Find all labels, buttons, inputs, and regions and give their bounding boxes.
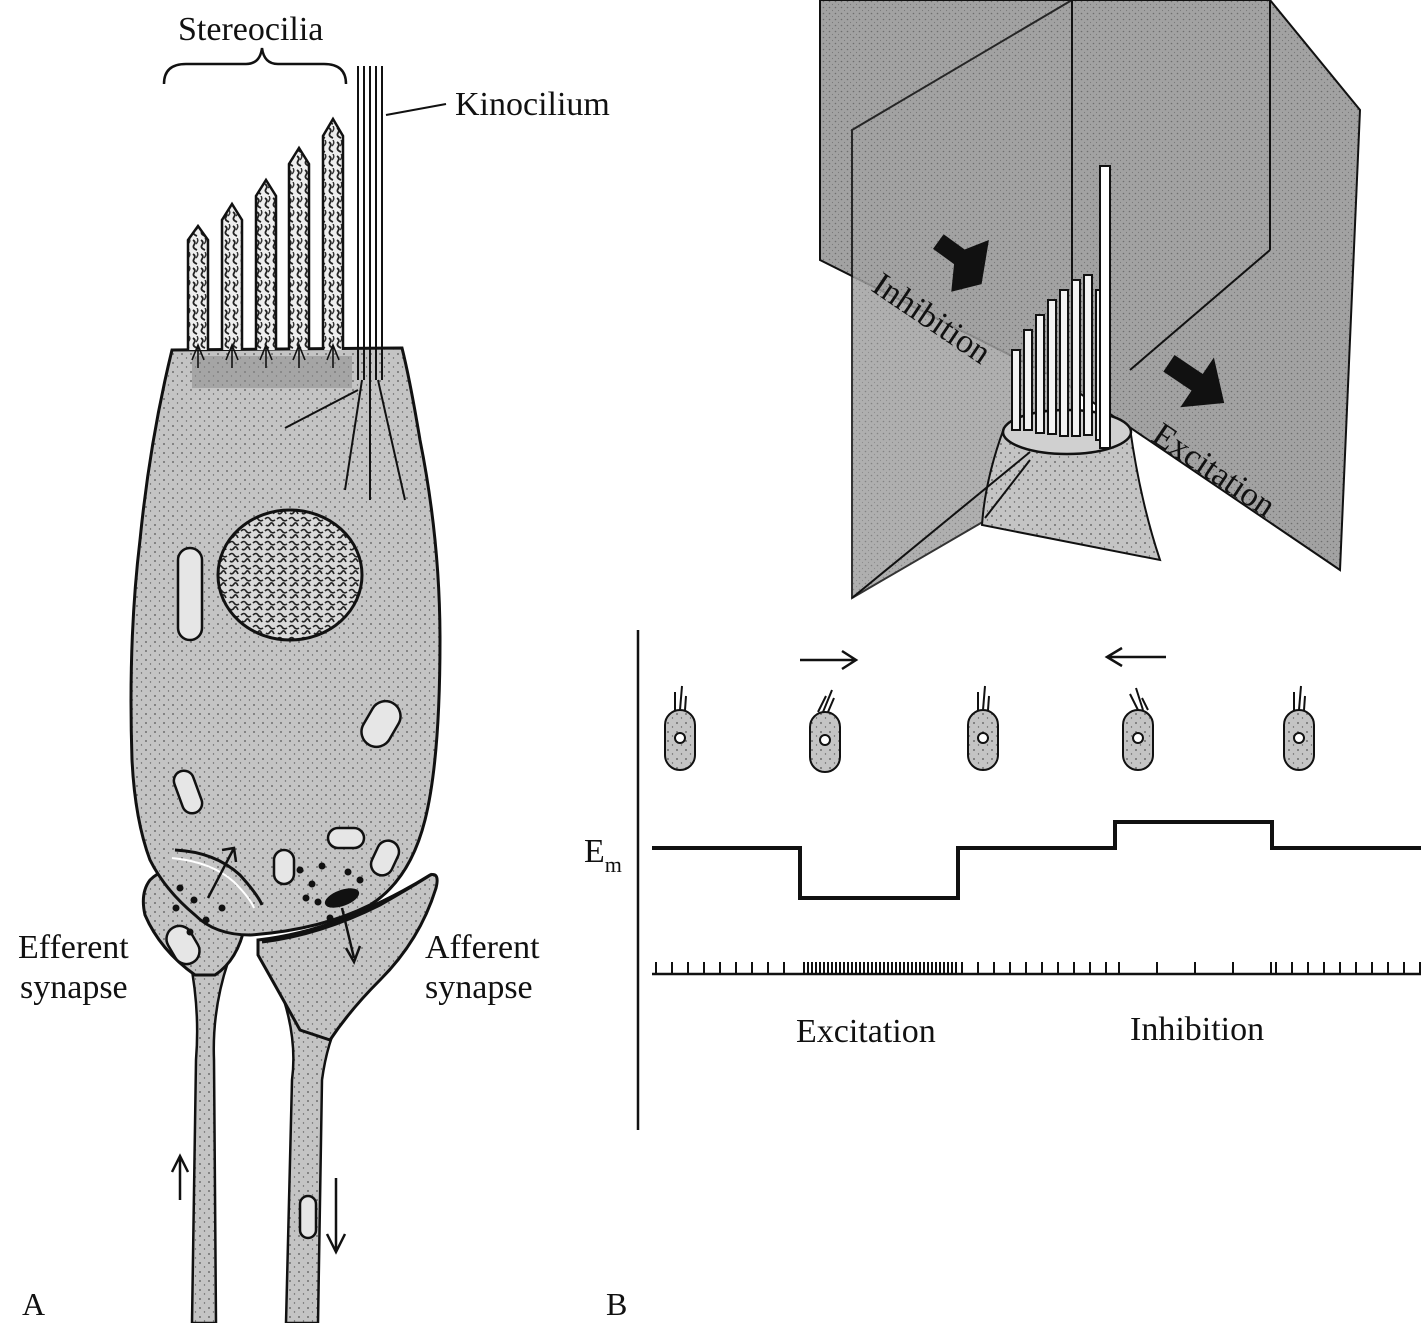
excitation-label: Excitation bbox=[796, 1013, 936, 1050]
kinocilium-3d bbox=[1100, 166, 1110, 448]
mini-hair-cells bbox=[665, 686, 1314, 772]
mini-cell-2 bbox=[810, 690, 840, 772]
efferent-label-line2: synapse bbox=[20, 969, 128, 1006]
inhibition-label: Inhibition bbox=[1130, 1011, 1264, 1048]
cuticular-plate bbox=[192, 356, 352, 388]
stereocilia-label: Stereocilia bbox=[178, 11, 323, 48]
panel-a-letter: A bbox=[22, 1286, 45, 1322]
afferent-label-line2: synapse bbox=[425, 969, 533, 1006]
deflection-arrow-toward bbox=[800, 651, 856, 669]
afferent-label-line1: Afferent bbox=[425, 929, 540, 966]
stereocilium-3 bbox=[256, 180, 276, 350]
afferent-down-arrow bbox=[327, 1178, 345, 1252]
mini-cell-3 bbox=[968, 686, 998, 770]
mini-cell-4 bbox=[1123, 688, 1153, 770]
kinocilium-label: Kinocilium bbox=[455, 86, 610, 123]
deflection-arrows bbox=[800, 648, 1166, 669]
efferent-axon bbox=[190, 960, 228, 1323]
potential-symbol: E bbox=[584, 833, 605, 870]
mini-cell-5 bbox=[1284, 686, 1314, 770]
efferent-label-line1: Efferent bbox=[18, 929, 129, 966]
potential-label: Em bbox=[584, 833, 622, 877]
mini-cell-1 bbox=[665, 686, 695, 770]
panel-a: Stereocilia Kinocilium Efferent synapse … bbox=[18, 11, 610, 1323]
stereocilium-1 bbox=[188, 226, 208, 350]
panel-b-traces: Em Excitation Inhibition B bbox=[584, 630, 1421, 1322]
stereocilia-bundle bbox=[188, 119, 343, 350]
spike-train bbox=[656, 962, 1420, 974]
stereocilia-brace bbox=[164, 48, 346, 84]
nucleus bbox=[218, 510, 362, 640]
deflection-arrow-away bbox=[1107, 648, 1166, 666]
panel-b-schematic: Inhibition Excitation bbox=[820, 0, 1360, 598]
efferent-up-arrow bbox=[172, 1156, 188, 1200]
stereocilium-2 bbox=[222, 204, 242, 350]
stereocilium-4 bbox=[289, 148, 309, 350]
membrane-potential-trace bbox=[652, 822, 1421, 898]
potential-subscript: m bbox=[605, 852, 622, 877]
kinocilium-leader bbox=[386, 104, 446, 115]
panel-b-letter: B bbox=[606, 1286, 627, 1322]
stereocilium-5 bbox=[323, 119, 343, 350]
